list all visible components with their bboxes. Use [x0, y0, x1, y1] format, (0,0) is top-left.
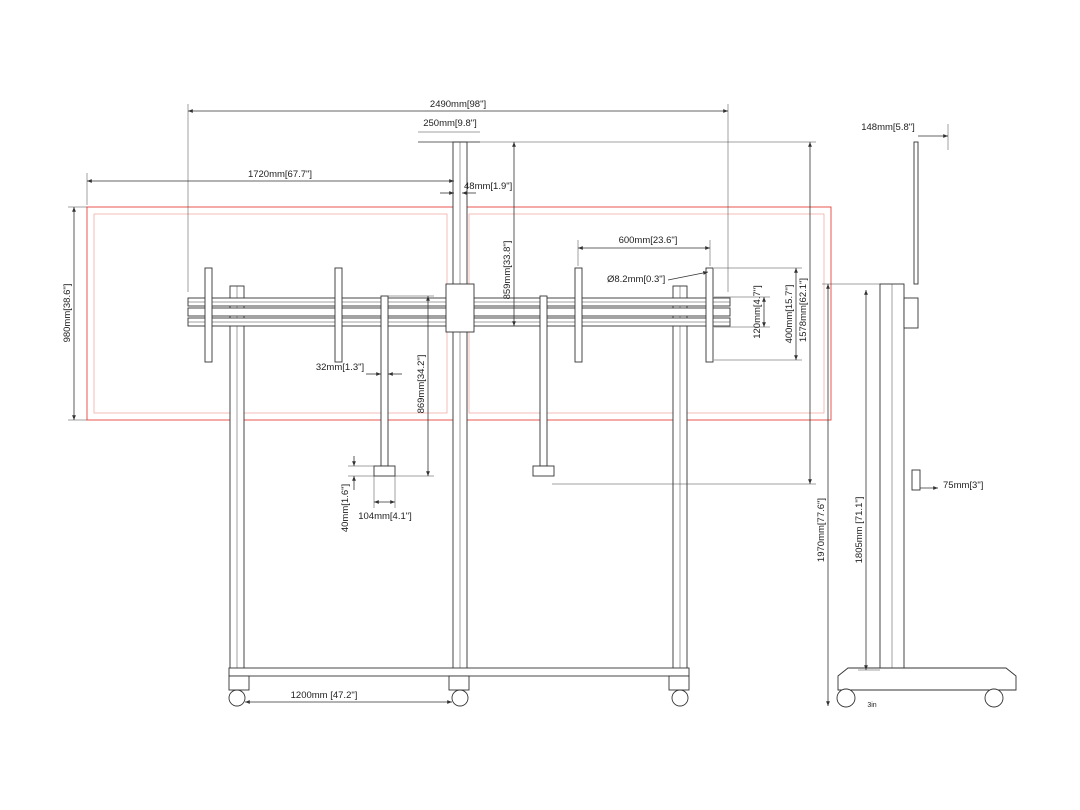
pole-height-label: 1805mm [71.1"]	[854, 497, 865, 564]
uprights	[229, 141, 688, 687]
side-view: 148mm[5.8"] 75mm[3"] 1970mm[77.6"] 1805m…	[816, 122, 1017, 709]
front-dimension-lines	[68, 104, 816, 704]
vesa-vertical-small-label: 120mm[4.7"]	[752, 285, 763, 339]
front-view: 2490mm[98"] 250mm[9.8"] 1720mm[67.7"] 48…	[62, 99, 832, 707]
side-bracket	[903, 297, 919, 329]
center-coupler	[445, 283, 475, 333]
left-caster	[228, 689, 246, 707]
base-width-label: 1200mm [47.2"]	[291, 690, 358, 701]
side-dimension-lines	[822, 124, 949, 706]
right-arm-foot	[532, 465, 555, 477]
right-foot-block	[668, 675, 690, 691]
side-clamp	[911, 469, 921, 491]
side-dimension-labels: 148mm[5.8"] 75mm[3"] 1970mm[77.6"] 1805m…	[816, 122, 983, 709]
support-arms	[373, 295, 555, 477]
foot-height-label: 40mm[1.6"]	[340, 484, 351, 532]
caster-label: 3in	[867, 702, 876, 709]
side-upper-post	[913, 141, 919, 285]
left-arm	[380, 295, 389, 467]
side-caster-rear	[984, 688, 1004, 708]
side-base-foot	[837, 667, 1017, 691]
base	[228, 667, 690, 707]
left-foot-block	[228, 675, 250, 691]
right-caster	[671, 689, 689, 707]
center-height-label: 1578mm[62.1"]	[798, 278, 809, 342]
gap-label: 48mm[1.9"]	[464, 181, 512, 192]
top-depth-label: 148mm[5.8"]	[861, 122, 915, 133]
vesa-vertical-large-label: 400mm[15.7"]	[784, 285, 795, 344]
top-to-rail-label: 859mm[33.8"]	[502, 241, 513, 300]
bracket-2	[334, 267, 343, 363]
bracket-3	[574, 267, 583, 363]
arm-length-label: 869mm[34.2"]	[416, 355, 427, 414]
foot-width-label: 104mm[4.1"]	[358, 511, 412, 522]
center-foot-block	[448, 675, 470, 691]
arm-offset-label: 32mm[1.3"]	[316, 362, 364, 373]
bracket-4	[705, 267, 714, 363]
side-caster-front	[836, 688, 856, 708]
screen-width-label: 1720mm[67.7"]	[248, 169, 312, 180]
bracket-1	[204, 267, 213, 363]
base-beam	[228, 667, 690, 677]
screen-height-label: 980mm[38.6"]	[62, 284, 73, 343]
post-top-width-label: 250mm[9.8"]	[423, 118, 477, 129]
overall-height-label: 1970mm[77.6"]	[816, 498, 827, 562]
bracket-depth-label: 75mm[3"]	[943, 480, 983, 491]
front-dimension-labels: 2490mm[98"] 250mm[9.8"] 1720mm[67.7"] 48…	[62, 99, 809, 701]
total-width-label: 2490mm[98"]	[430, 99, 486, 110]
right-arm	[539, 295, 548, 467]
hole-diameter-label: Ø8.2mm[0.3"]	[607, 274, 665, 285]
left-arm-foot	[373, 465, 396, 477]
vesa-brackets	[204, 267, 714, 363]
vesa-horizontal-label: 600mm[23.6"]	[619, 235, 678, 246]
center-caster	[451, 689, 469, 707]
